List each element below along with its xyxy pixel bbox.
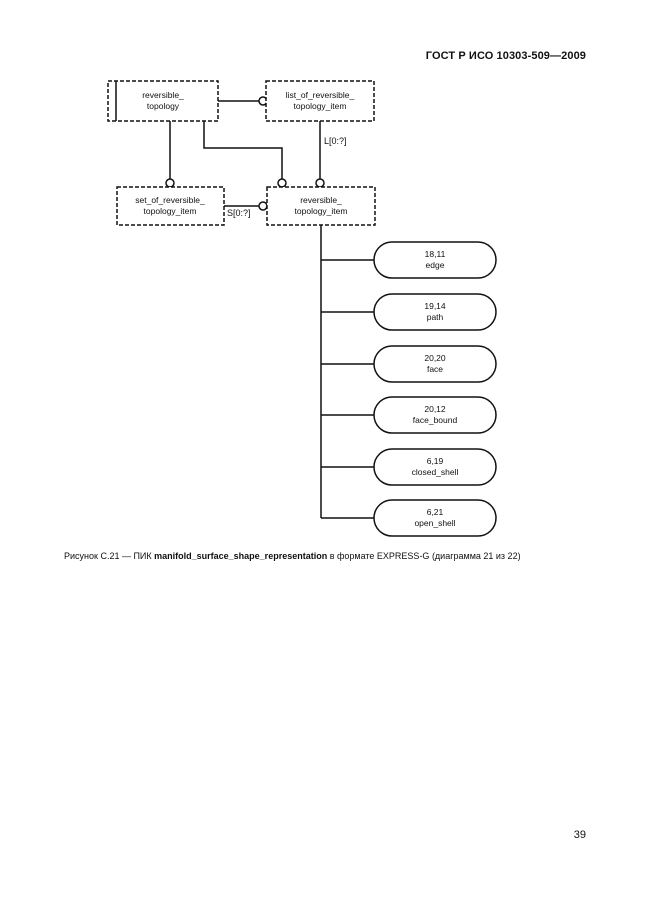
reference-name-label: closed_shell	[412, 467, 459, 477]
relation-label-list: L[0:?]	[324, 136, 347, 146]
entity-label: topology_item	[295, 206, 348, 216]
reference-name-label: face_bound	[413, 415, 458, 425]
reference-box-face-bound	[373, 396, 497, 434]
entity-label: topology	[147, 101, 180, 111]
reference-box-open-shell	[373, 499, 497, 537]
entity-label: topology_item	[294, 101, 347, 111]
reference-page-label: 18,11	[425, 249, 446, 259]
reference-box-closed-shell	[373, 448, 497, 486]
reference-box-path	[373, 293, 497, 331]
reference-box-face	[373, 345, 497, 383]
reference-page-label: 6,19	[427, 456, 444, 466]
relation-label-set: S[0:?]	[227, 208, 251, 218]
entity-box-set-of-reversible-topology-item	[116, 186, 225, 226]
relation-circle	[277, 178, 287, 188]
connector-rt-to-rti	[203, 121, 283, 179]
relation-circle	[258, 201, 268, 211]
entity-label: topology_item	[144, 206, 197, 216]
document-header: ГОСТ Р ИСО 10303-509—2009	[425, 50, 586, 62]
reference-box-edge	[373, 241, 497, 279]
entity-label: list_of_reversible_	[286, 90, 355, 100]
reference-name-label: edge	[426, 260, 445, 270]
reference-page-label: 20,12	[424, 404, 446, 414]
entity-label: set_of_reversible_	[135, 195, 205, 205]
caption-suffix: в формате EXPRESS-G (диаграмма 21 из 22)	[327, 551, 521, 561]
relation-circle	[315, 178, 325, 188]
caption-prefix: Рисунок С.21 — ПИК	[64, 551, 155, 561]
caption-entity-name: manifold_surface_shape_representation	[154, 551, 328, 561]
reference-name-label: open_shell	[414, 518, 455, 528]
entity-box-list-of-reversible-topology-item	[265, 80, 375, 122]
figure-caption: Рисунок С.21 — ПИК manifold_surface_shap…	[64, 551, 624, 561]
entity-label: reversible_	[300, 195, 342, 205]
entity-label: reversible_	[142, 90, 184, 100]
relation-circle	[165, 178, 175, 188]
reference-name-label: face	[427, 364, 443, 374]
reference-page-label: 6,21	[427, 507, 444, 517]
express-g-diagram: reversible_ topology list_of_reversible_…	[107, 80, 497, 537]
entity-box-reversible-topology	[107, 80, 219, 122]
page-number: 39	[573, 829, 586, 841]
reference-page-label: 20,20	[424, 353, 446, 363]
reference-name-label: path	[427, 312, 444, 322]
reference-page-label: 19,14	[424, 301, 446, 311]
entity-box-reversible-topology-item	[266, 186, 376, 226]
